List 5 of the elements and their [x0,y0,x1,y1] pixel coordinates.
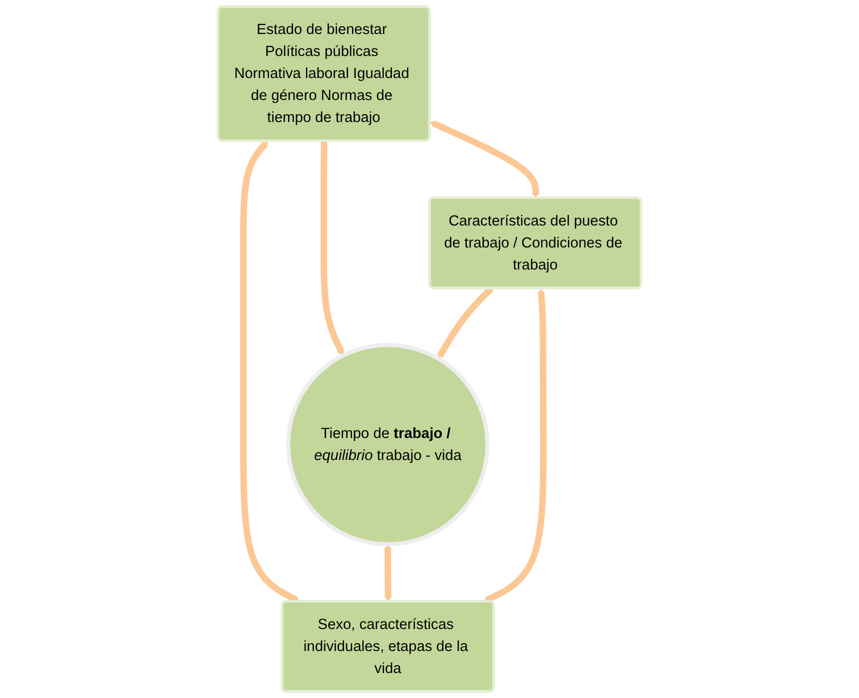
arrow [430,120,540,198]
arrow [320,141,345,356]
node-circle: Tiempo de trabajo / equilibrio trabajo - vida [286,342,490,546]
arrow [483,288,547,604]
arrow [384,544,392,602]
